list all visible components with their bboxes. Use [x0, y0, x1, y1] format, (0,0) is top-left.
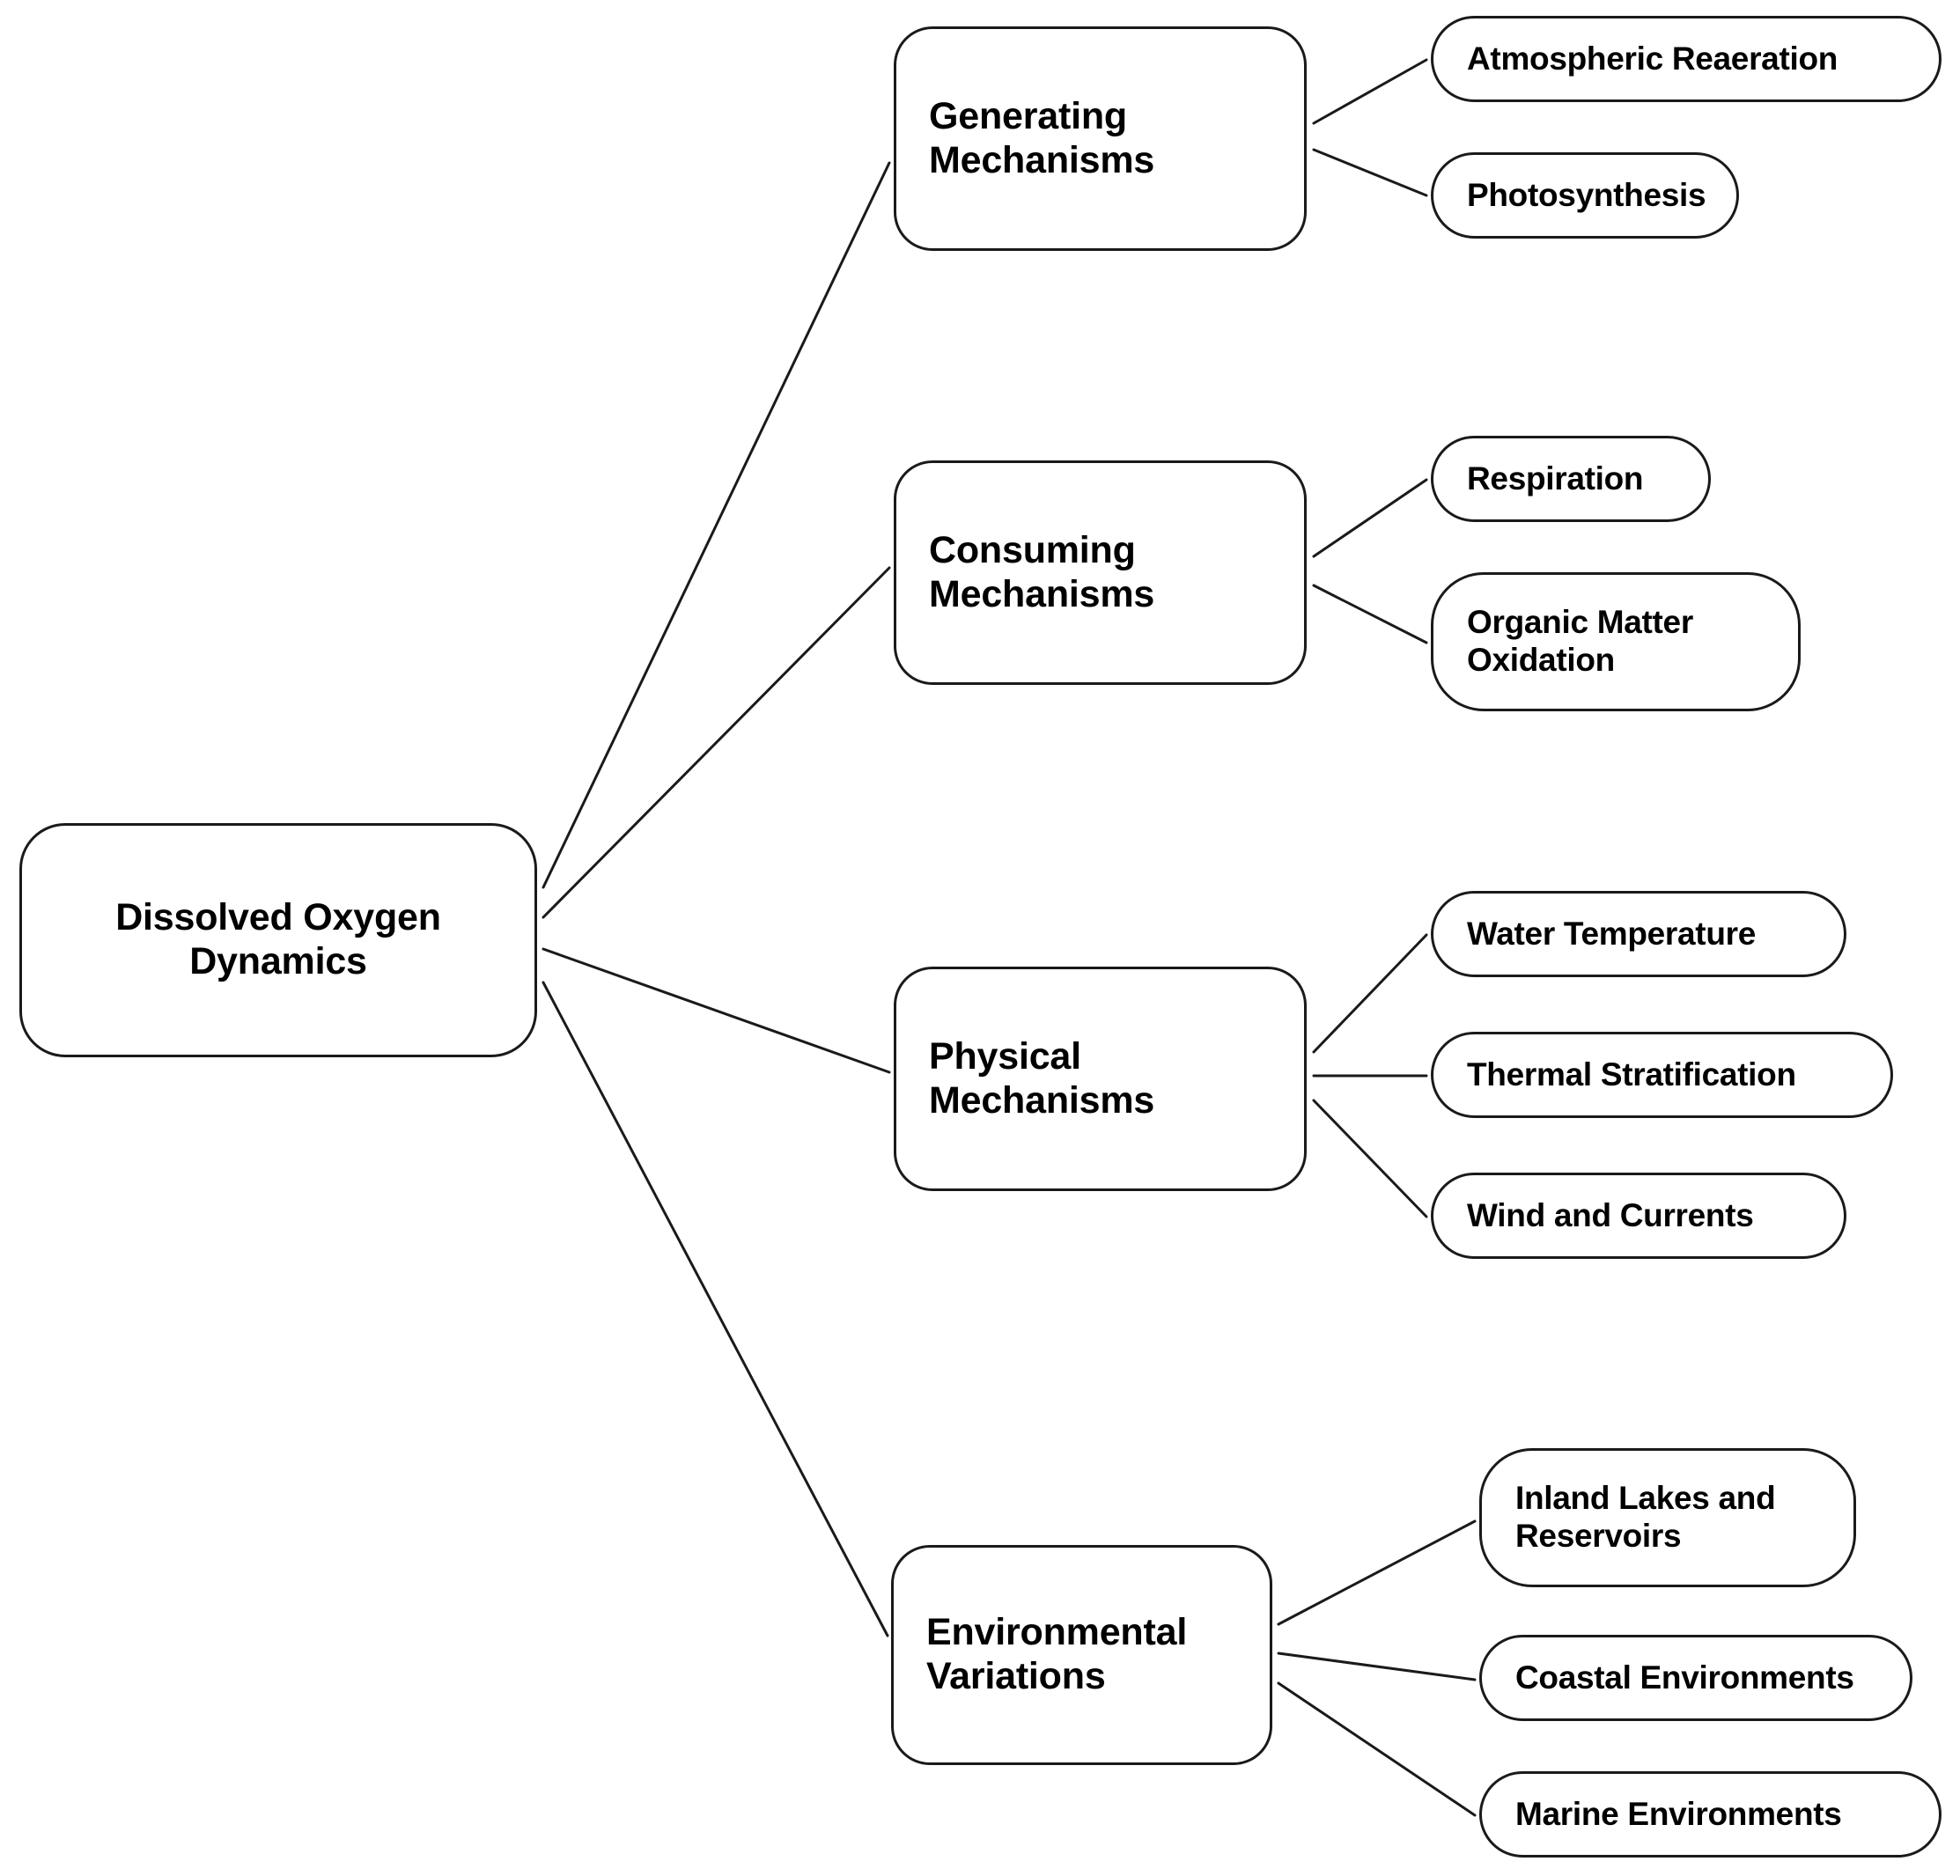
- leaf-node-photosynthesis[interactable]: Photosynthesis: [1431, 152, 1739, 239]
- leaf-node-water-temperature[interactable]: Water Temperature: [1431, 891, 1846, 977]
- branch-node-generating-mechanisms[interactable]: Generating Mechanisms: [894, 26, 1307, 251]
- leaf-node-thermal-stratification-label: Thermal Stratification: [1467, 1056, 1796, 1092]
- branch-node-environmental-variations[interactable]: Environmental Variations: [891, 1545, 1272, 1765]
- leaf-node-respiration-label: Respiration: [1467, 460, 1644, 497]
- leaf-node-inland-lakes-and-reservoirs[interactable]: Inland Lakes and Reservoirs: [1479, 1448, 1856, 1587]
- leaf-node-atmospheric-reaeration[interactable]: Atmospheric Reaeration: [1431, 16, 1942, 102]
- connector-root-to-physical-mechanisms: [542, 947, 891, 1074]
- leaf-node-coastal-environments[interactable]: Coastal Environments: [1479, 1635, 1912, 1721]
- connector-environmental-variations-to-coastal-environments: [1277, 1652, 1477, 1681]
- branch-node-physical-mechanisms[interactable]: Physical Mechanisms: [894, 967, 1307, 1191]
- connector-consuming-mechanisms-to-organic-matter-oxidation: [1312, 584, 1428, 644]
- connector-physical-mechanisms-to-wind-and-currents: [1312, 1099, 1428, 1218]
- branch-node-consuming-mechanisms-label: Consuming Mechanisms: [929, 528, 1155, 615]
- connector-generating-mechanisms-to-atmospheric-reaeration: [1312, 58, 1428, 125]
- connector-root-to-generating-mechanisms: [542, 161, 891, 889]
- leaf-node-marine-environments[interactable]: Marine Environments: [1479, 1771, 1942, 1858]
- branch-node-physical-mechanisms-label: Physical Mechanisms: [929, 1034, 1155, 1122]
- branch-node-generating-mechanisms-label: Generating Mechanisms: [929, 94, 1155, 181]
- leaf-node-atmospheric-reaeration-label: Atmospheric Reaeration: [1467, 40, 1838, 77]
- leaf-node-organic-matter-oxidation-label: Organic Matter Oxidation: [1467, 604, 1693, 678]
- leaf-node-photosynthesis-label: Photosynthesis: [1467, 176, 1706, 213]
- root-node-dissolved-oxygen-dynamics[interactable]: Dissolved Oxygen Dynamics: [19, 823, 537, 1057]
- connector-consuming-mechanisms-to-respiration: [1312, 478, 1428, 558]
- connector-root-to-environmental-variations: [542, 981, 889, 1637]
- connector-environmental-variations-to-inland-lakes-and-reservoirs: [1277, 1519, 1477, 1626]
- connector-generating-mechanisms-to-photosynthesis: [1312, 148, 1428, 197]
- leaf-node-wind-and-currents-label: Wind and Currents: [1467, 1196, 1754, 1233]
- root-node-dissolved-oxygen-dynamics-label: Dissolved Oxygen Dynamics: [115, 896, 441, 982]
- leaf-node-organic-matter-oxidation[interactable]: Organic Matter Oxidation: [1431, 572, 1801, 711]
- branch-node-consuming-mechanisms[interactable]: Consuming Mechanisms: [894, 460, 1307, 685]
- connector-root-to-consuming-mechanisms: [542, 566, 891, 919]
- leaf-node-inland-lakes-and-reservoirs-label: Inland Lakes and Reservoirs: [1515, 1480, 1776, 1554]
- leaf-node-wind-and-currents[interactable]: Wind and Currents: [1431, 1173, 1846, 1259]
- leaf-node-coastal-environments-label: Coastal Environments: [1515, 1659, 1854, 1696]
- connector-physical-mechanisms-to-water-temperature: [1312, 933, 1428, 1054]
- leaf-node-respiration[interactable]: Respiration: [1431, 436, 1711, 522]
- leaf-node-thermal-stratification[interactable]: Thermal Stratification: [1431, 1032, 1893, 1118]
- branch-node-environmental-variations-label: Environmental Variations: [926, 1611, 1188, 1697]
- connector-environmental-variations-to-marine-environments: [1277, 1681, 1477, 1817]
- leaf-node-marine-environments-label: Marine Environments: [1515, 1795, 1842, 1832]
- leaf-node-water-temperature-label: Water Temperature: [1467, 915, 1756, 952]
